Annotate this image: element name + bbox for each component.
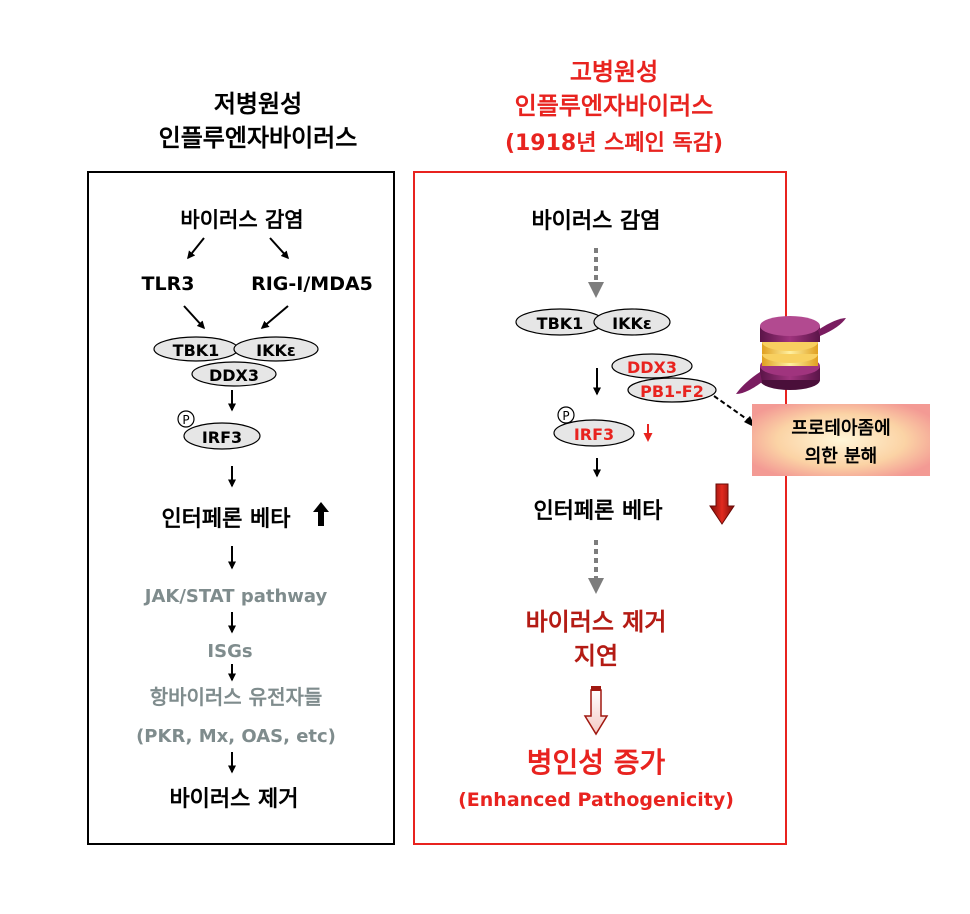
left-antiviral-label: 항바이러스 유전자들 xyxy=(150,685,323,709)
right-dashed-arrow-ifn-head xyxy=(588,578,604,594)
right-panel-frame xyxy=(413,171,787,845)
left-arrow-infection-tlr3 xyxy=(187,237,205,260)
left-ddx3-node xyxy=(191,361,277,387)
right-ifn-down-arrow-icon xyxy=(709,483,735,525)
right-title-line2: 인플루엔자바이러스 xyxy=(515,92,714,120)
left-ifn-label: 인터페론 베타 xyxy=(161,507,291,532)
right-title-line3: (1918년 스페인 독감) xyxy=(505,131,723,156)
right-pb1f2-node xyxy=(627,377,717,403)
left-arrow-rig-ikk xyxy=(260,305,289,329)
right-irf3-label: IRF3 xyxy=(574,425,614,444)
right-panel: 고병원성 인플루엔자바이러스 (1918년 스페인 독감) 바이러스 감염 TB… xyxy=(413,58,787,845)
left-panel: 저병원성 인플루엔자바이러스 바이러스 감염 TLR3 RIG-I/MDA5 T… xyxy=(87,90,395,845)
right-ddx3-label: DDX3 xyxy=(627,358,677,377)
right-ikk-label: IKKε xyxy=(612,314,652,333)
left-phospho-marker xyxy=(177,410,195,428)
right-infection-label: 바이러스 감염 xyxy=(531,209,660,234)
left-clearance-label: 바이러스 제거 xyxy=(169,787,298,812)
left-jak-label: JAK/STAT pathway xyxy=(143,586,328,607)
right-hollow-down-arrow-icon xyxy=(583,689,609,736)
left-tbk1-label: TBK1 xyxy=(173,341,220,360)
left-phospho-label: P xyxy=(182,413,189,427)
right-clearance-line1: 바이러스 제거 xyxy=(526,608,667,636)
right-phospho-label: P xyxy=(562,409,569,423)
left-irf3-node xyxy=(183,422,261,450)
left-ikk-label: IKKε xyxy=(256,341,296,360)
proteasome-degradation-box: 프로테아좀에 의한 분해 xyxy=(752,404,930,476)
left-arrow-infection-rig xyxy=(269,237,290,260)
left-infection-label: 바이러스 감염 xyxy=(180,208,303,232)
right-ddx3-node xyxy=(611,353,693,379)
right-pathogenicity-en: (Enhanced Pathogenicity) xyxy=(458,789,734,811)
right-pb1f2-label: PB1-F2 xyxy=(640,382,704,401)
right-title-line1: 고병원성 xyxy=(570,58,658,86)
left-arrow-tlr3-tbk1 xyxy=(183,305,206,330)
left-rig-label: RIG-I/MDA5 xyxy=(251,273,373,295)
left-tlr3-label: TLR3 xyxy=(142,273,195,295)
right-hollow-arrow-cap xyxy=(591,686,601,691)
right-tbk1-label: TBK1 xyxy=(537,314,584,333)
left-panel-frame xyxy=(87,171,395,845)
left-ifn-up-arrow-icon xyxy=(313,502,329,526)
left-ddx3-label: DDX3 xyxy=(209,366,259,385)
right-phospho-marker xyxy=(557,406,575,424)
proteasome-label-line2: 의한 분해 xyxy=(805,446,878,467)
right-dashed-arrow-infection-head xyxy=(588,282,604,298)
right-ifn-label: 인터페론 베타 xyxy=(533,499,663,524)
proteasome-icon xyxy=(736,316,846,394)
right-irf3-node xyxy=(553,419,635,447)
right-ikk-node xyxy=(593,308,671,336)
right-clearance-line2: 지연 xyxy=(574,642,618,670)
right-pathogenicity-label: 병인성 증가 xyxy=(527,746,666,779)
left-title-line2: 인플루엔자바이러스 xyxy=(159,124,358,152)
left-title-line1: 저병원성 xyxy=(214,90,302,118)
left-irf3-label: IRF3 xyxy=(202,428,242,447)
left-ikk-node xyxy=(233,336,319,362)
proteasome-label-line1: 프로테아좀에 xyxy=(791,418,890,439)
right-dashed-arrow-proteasome xyxy=(713,395,749,421)
left-isgs-label: ISGs xyxy=(207,641,252,662)
left-antiviral-examples: (PKR, Mx, OAS, etc) xyxy=(136,726,336,747)
